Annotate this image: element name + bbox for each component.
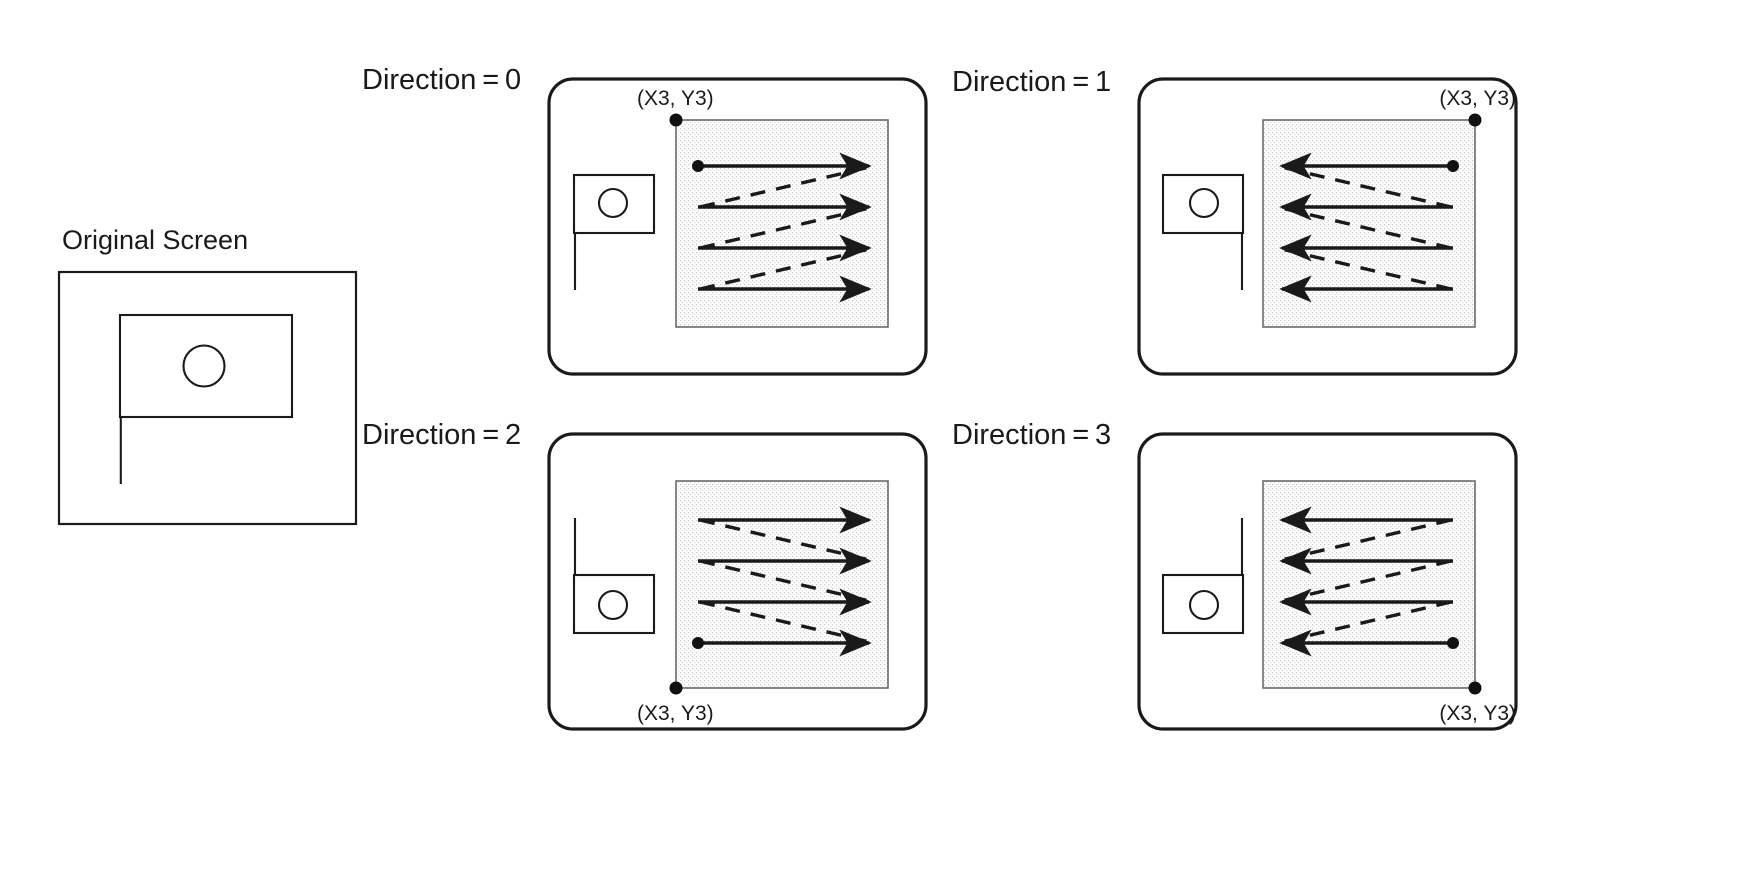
scan-lines-direction-3 — [1279, 506, 1453, 657]
original-screen-flag — [118, 313, 294, 484]
flag-banner — [572, 173, 656, 235]
flag-banner — [118, 313, 294, 419]
scan-start-dot — [692, 637, 704, 649]
anchor-dot-x3y3 — [669, 113, 683, 127]
original-screen-title: Original Screen — [62, 225, 248, 255]
flag-banner — [1161, 173, 1245, 235]
scan-start-dot — [1447, 637, 1459, 649]
flag-direction-0 — [572, 173, 656, 290]
flag-circle — [1188, 187, 1220, 219]
anchor-dot-x3y3 — [1468, 113, 1482, 127]
scan-start-dot — [692, 160, 704, 172]
return-strokes-direction-0 — [699, 164, 875, 291]
return-stroke — [699, 600, 875, 645]
return-stroke — [699, 518, 875, 563]
flag-circle — [1188, 589, 1220, 621]
return-stroke — [699, 164, 875, 209]
panel-label-direction-1: Direction = 1 — [952, 66, 1111, 98]
return-stroke — [1276, 559, 1452, 604]
panel-label-direction-0: Direction = 0 — [362, 64, 521, 96]
flag-direction-3 — [1161, 518, 1245, 635]
return-strokes-direction-2 — [699, 518, 875, 645]
flag-circle — [597, 187, 629, 219]
scan-start-dot — [1447, 160, 1459, 172]
return-stroke — [1276, 205, 1452, 250]
return-stroke — [699, 205, 875, 250]
scan-lines-direction-1 — [1279, 152, 1453, 303]
return-stroke — [1276, 164, 1452, 209]
return-strokes-direction-3 — [1276, 518, 1452, 645]
return-stroke — [1276, 600, 1452, 645]
return-stroke — [699, 559, 875, 604]
coord-label-direction-1: (X3, Y3) — [1439, 87, 1516, 110]
original-screen-group: Original Screen — [57, 225, 358, 526]
anchor-dot-x3y3 — [669, 681, 683, 695]
scan-lines-direction-0 — [698, 152, 872, 303]
scan-area-direction-0 — [675, 119, 889, 328]
return-stroke — [699, 246, 875, 291]
panel-direction-1: Direction = 1 (X3, Y3) — [952, 66, 1518, 376]
coord-label-direction-2: (X3, Y3) — [637, 702, 714, 725]
return-stroke — [1276, 518, 1452, 563]
coord-label-direction-0: (X3, Y3) — [637, 87, 714, 110]
original-screen-frame — [57, 270, 358, 526]
return-stroke — [1276, 246, 1452, 291]
scan-lines-direction-2 — [698, 506, 872, 657]
flag-direction-1 — [1161, 173, 1245, 290]
flag-banner — [1161, 573, 1245, 635]
flag-banner — [572, 573, 656, 635]
anchor-dot-x3y3 — [1468, 681, 1482, 695]
scan-area-direction-1 — [1262, 119, 1476, 328]
coord-label-direction-3: (X3, Y3) — [1439, 702, 1516, 725]
flag-circle — [597, 589, 629, 621]
panel-label-direction-2: Direction = 2 — [362, 419, 521, 451]
flag-circle — [182, 344, 226, 388]
scan-area-direction-3 — [1262, 480, 1476, 689]
return-strokes-direction-1 — [1276, 164, 1452, 291]
panel-label-direction-3: Direction = 3 — [952, 419, 1111, 451]
panel-direction-0: Direction = 0 (X3, Y3) — [362, 64, 928, 376]
panel-direction-2: Direction = 2 (X3, Y3) — [362, 419, 928, 731]
scan-area-direction-2 — [675, 480, 889, 689]
panel-direction-3: Direction = 3 (X3, Y3) — [952, 419, 1518, 731]
flag-direction-2 — [572, 518, 656, 635]
